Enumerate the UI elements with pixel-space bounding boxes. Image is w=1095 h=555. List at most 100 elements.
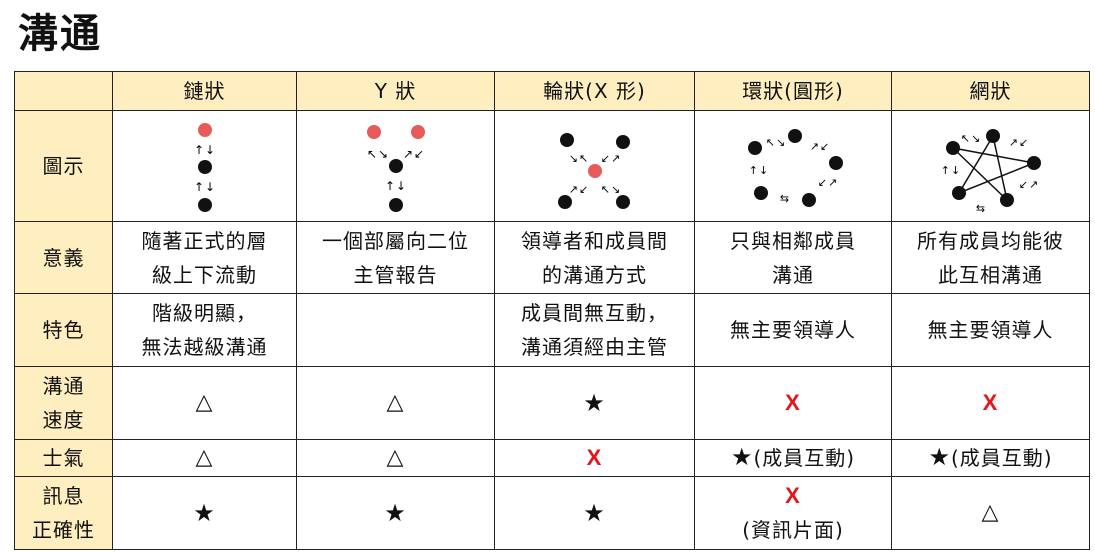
svg-text:↑↓: ↑↓ — [384, 179, 406, 193]
circle-diagram: ↖↘ ↗↙ ↑↓ ↙↗ ⇆ — [694, 110, 892, 222]
morale-cell-circle: ★(成員互動) — [694, 439, 892, 477]
page-title: 溝通 — [18, 11, 102, 57]
accuracy-cell-chain: ★ — [112, 476, 297, 550]
feature-line: 無法越級溝通 — [141, 335, 268, 359]
morale-note: (成員互動) — [753, 446, 856, 470]
meaning-line: 級上下流動 — [152, 262, 257, 287]
col-header-wheel: 輪狀(X 形) — [494, 71, 695, 111]
feature-cell-circle: 無主要領導人 — [694, 293, 892, 367]
svg-text:↘↖: ↘↖ — [568, 152, 588, 165]
morale-cell-chain: △ — [112, 439, 297, 477]
meaning-line: 領導者和成員間 — [521, 228, 668, 253]
svg-text:⇆: ⇆ — [975, 202, 985, 215]
star-icon: ★ — [730, 443, 754, 471]
accuracy-cell-allchannel: △ — [891, 476, 1090, 550]
morale-cell-y: △ — [296, 439, 495, 477]
feature-line: 成員間無互動， — [521, 301, 668, 325]
feature-line: 無主要領導人 — [730, 318, 856, 342]
meaning-row: 意義 隨著正式的層 級上下流動 一個部屬向二位 主管報告 領導者和成員間 的溝通… — [14, 221, 1090, 294]
meaning-line: 一個部屬向二位 — [322, 228, 469, 253]
allchannel-network-graphic: ↖↘ ↗↙ ↑↓ ↙↗ ⇆ — [941, 129, 1041, 215]
communication-network-table: 鏈狀 Y 狀 輪狀(X 形) 環狀(圓形) 網狀 圖示 ↑↓ ↑↓ ↖↘ ↗↙ — [14, 71, 1090, 550]
accuracy-cell-wheel: ★ — [494, 476, 695, 550]
row-label-morale: 士氣 — [14, 439, 113, 477]
svg-text:↙↗: ↙↗ — [600, 152, 620, 165]
svg-text:↗↙: ↗↙ — [1008, 136, 1028, 149]
feature-cell-y — [296, 293, 495, 367]
col-header-circle: 環狀(圓形) — [694, 71, 892, 111]
col-header-y: Y 狀 — [296, 71, 495, 111]
wheel-diagram: ↘↖ ↙↗ ↗↙ ↖↘ — [494, 110, 695, 222]
meaning-cell-allchannel: 所有成員均能彼 此互相溝通 — [891, 221, 1090, 294]
meaning-line: 溝通 — [772, 262, 814, 287]
meaning-cell-wheel: 領導者和成員間 的溝通方式 — [494, 221, 695, 294]
diagram-row: 圖示 ↑↓ ↑↓ ↖↘ ↗↙ ↑↓ — [14, 110, 1090, 222]
meaning-cell-chain: 隨著正式的層 級上下流動 — [112, 221, 297, 294]
row-label-line: 正確性 — [32, 518, 95, 542]
row-label-diagram: 圖示 — [14, 110, 113, 222]
meaning-cell-y: 一個部屬向二位 主管報告 — [296, 221, 495, 294]
speed-cell-chain: △ — [112, 366, 297, 440]
col-header-chain: 鏈狀 — [112, 71, 297, 111]
feature-line: 無主要領導人 — [927, 318, 1054, 342]
speed-cell-allchannel: X — [891, 366, 1090, 440]
meaning-cell-circle: 只與相鄰成員 溝通 — [694, 221, 892, 294]
accuracy-note: (資訊片面) — [742, 518, 844, 542]
feature-cell-wheel: 成員間無互動， 溝通須經由主管 — [494, 293, 695, 367]
circle-network-graphic: ↖↘ ↗↙ ↑↓ ↙↗ ⇆ — [748, 129, 843, 207]
chain-network-graphic: ↑↓ ↑↓ — [193, 123, 215, 212]
svg-text:↖↘: ↖↘ — [600, 183, 620, 196]
svg-text:↗↙: ↗↙ — [402, 147, 424, 161]
feature-line: 階級明顯， — [152, 301, 257, 325]
svg-text:↑↓: ↑↓ — [749, 164, 769, 177]
speed-cell-wheel: ★ — [494, 366, 695, 440]
accuracy-row: 訊息 正確性 ★ ★ ★ X (資訊片面) △ — [14, 476, 1090, 550]
meaning-line: 隨著正式的層 — [141, 228, 268, 253]
chain-diagram: ↑↓ ↑↓ — [112, 110, 297, 222]
row-label-line: 溝通 — [42, 374, 85, 398]
x-mark-icon: X — [785, 483, 801, 508]
svg-text:↙↗: ↙↗ — [818, 176, 838, 189]
meaning-line: 主管報告 — [353, 262, 438, 287]
feature-row: 特色 階級明顯， 無法越級溝通 成員間無互動， 溝通須經由主管 無主要領導人 無… — [14, 293, 1090, 367]
speed-row: 溝通 速度 △ △ ★ X X — [14, 366, 1090, 440]
row-label-accuracy: 訊息 正確性 — [14, 476, 113, 550]
col-header-allchannel: 網狀 — [891, 71, 1090, 111]
corner-cell — [14, 71, 113, 111]
accuracy-cell-circle: X (資訊片面) — [694, 476, 892, 550]
y-diagram: ↖↘ ↗↙ ↑↓ — [296, 110, 495, 222]
meaning-line: 此互相溝通 — [938, 262, 1043, 287]
svg-text:↖↘: ↖↘ — [366, 147, 388, 161]
feature-line: 溝通須經由主管 — [521, 335, 668, 359]
morale-cell-wheel: X — [494, 439, 695, 477]
row-label-feature: 特色 — [14, 293, 113, 367]
meaning-line: 的溝通方式 — [542, 262, 647, 287]
speed-cell-circle: X — [694, 366, 892, 440]
speed-cell-y: △ — [296, 366, 495, 440]
allchannel-diagram: ↖↘ ↗↙ ↑↓ ↙↗ ⇆ — [891, 110, 1090, 222]
morale-note: (成員互動) — [950, 446, 1053, 470]
svg-text:⇆: ⇆ — [780, 192, 790, 205]
row-label-line: 訊息 — [42, 484, 85, 508]
svg-text:↖↘: ↖↘ — [960, 132, 980, 145]
accuracy-cell-y: ★ — [296, 476, 495, 550]
wheel-network-graphic: ↘↖ ↙↗ ↗↙ ↖↘ — [557, 133, 630, 209]
feature-cell-chain: 階級明顯， 無法越級溝通 — [112, 293, 297, 367]
svg-text:↑↓: ↑↓ — [941, 164, 961, 177]
meaning-line: 只與相鄰成員 — [730, 228, 856, 253]
header-row: 鏈狀 Y 狀 輪狀(X 形) 環狀(圓形) 網狀 — [14, 71, 1090, 111]
meaning-line: 所有成員均能彼 — [917, 228, 1064, 253]
row-label-meaning: 意義 — [14, 221, 113, 294]
svg-text:↗↙: ↗↙ — [810, 140, 830, 153]
feature-cell-allchannel: 無主要領導人 — [891, 293, 1090, 367]
morale-cell-allchannel: ★(成員互動) — [891, 439, 1090, 477]
row-label-speed: 溝通 速度 — [14, 366, 113, 440]
svg-text:↑↓: ↑↓ — [193, 143, 215, 157]
morale-row: 士氣 △ △ X ★(成員互動) ★(成員互動) — [14, 439, 1090, 477]
svg-text:↙↗: ↙↗ — [1018, 178, 1038, 191]
svg-text:↖↘: ↖↘ — [766, 136, 786, 149]
svg-text:↑↓: ↑↓ — [193, 180, 215, 194]
svg-text:↗↙: ↗↙ — [568, 183, 588, 196]
row-label-line: 速度 — [42, 408, 85, 432]
y-network-graphic: ↖↘ ↗↙ ↑↓ — [366, 125, 425, 212]
